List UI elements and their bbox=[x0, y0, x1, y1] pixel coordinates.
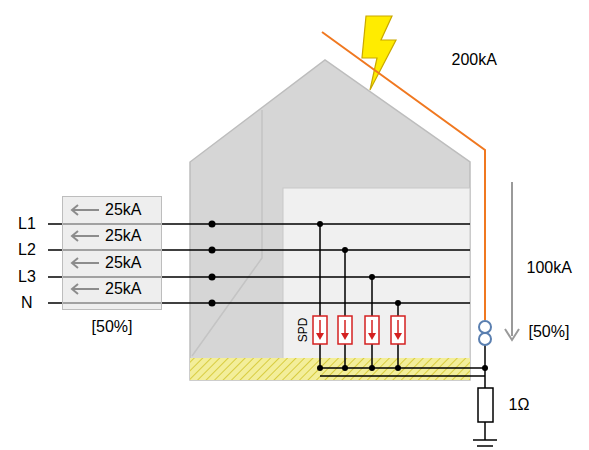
line-label: L2 bbox=[18, 241, 36, 259]
percentage-label: [50%] bbox=[92, 318, 133, 336]
line-label: N bbox=[21, 294, 33, 312]
current-value: 25kA bbox=[105, 280, 141, 298]
current-value: 25kA bbox=[105, 201, 141, 219]
resistance-value: 1Ω bbox=[509, 396, 530, 414]
current-transformer bbox=[479, 321, 491, 345]
supply-lines bbox=[48, 224, 470, 303]
conductor-current: 100kA bbox=[527, 259, 572, 277]
spd-symbols bbox=[313, 316, 405, 344]
current-value: 25kA bbox=[105, 227, 141, 245]
flow-arrow bbox=[69, 204, 101, 216]
spd-label: SPD bbox=[296, 318, 310, 343]
flow-arrow bbox=[69, 257, 101, 269]
spd-wiring bbox=[320, 224, 485, 440]
line-label: L3 bbox=[18, 268, 36, 286]
junction-dots bbox=[209, 221, 489, 372]
current-value: 25kA bbox=[105, 254, 141, 272]
strike-current: 200kA bbox=[452, 51, 497, 69]
ground-symbol bbox=[473, 440, 497, 450]
resistor-symbol bbox=[478, 388, 493, 422]
current-panel: 25kA25kA25kA25kA[50%] bbox=[62, 196, 162, 310]
percentage-label: [50%] bbox=[529, 323, 570, 341]
line-label: L1 bbox=[18, 215, 36, 233]
flow-arrow bbox=[69, 230, 101, 242]
down-conductor bbox=[322, 32, 485, 320]
perspective-line bbox=[192, 110, 262, 356]
lightning-bolt bbox=[362, 16, 396, 90]
interior-room bbox=[283, 188, 470, 360]
current-arrow bbox=[505, 182, 519, 340]
flow-arrow bbox=[69, 283, 101, 295]
